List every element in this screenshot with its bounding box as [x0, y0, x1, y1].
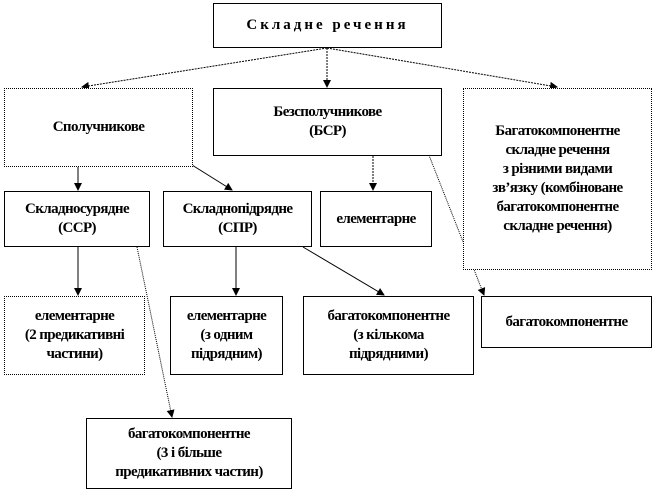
complex-node: Складнопідрядне (СПР)	[163, 191, 312, 247]
root-node: Складне речення	[213, 3, 442, 48]
bsr-multicomponent-node: багатокомпонентне	[481, 296, 652, 348]
spr-elementary-node: елементарне (з одним підрядним)	[170, 296, 283, 375]
conjunctive-node: Сполучникове	[4, 88, 193, 167]
mixed-multicomponent-label: Багатокомпонентне складне речення з різн…	[492, 123, 623, 234]
compound-node: Складносурядне (ССР)	[4, 191, 150, 247]
bsr-elementary-label: елементарне	[336, 210, 416, 227]
arrow-compound-to-multicomponent	[136, 246, 175, 418]
ssr-multicomponent-label: багатокомпонентне (3 і більше предикатив…	[115, 426, 263, 480]
bsr-multicomponent-label: багатокомпонентне	[505, 313, 628, 330]
root-label: Складне речення	[246, 17, 409, 33]
ssr-elementary-label: елементарне (2 предикативні частини)	[24, 308, 125, 362]
conjunctive-label: Сполучникове	[52, 119, 145, 135]
mixed-multicomponent-node: Багатокомпонентне складне речення з різн…	[463, 88, 652, 270]
arrow-root-to-conjunctive	[81, 47, 328, 90]
arrow-complex-to-multicomponent	[302, 246, 385, 296]
complex-label: Складнопідрядне (СПР)	[182, 201, 293, 236]
spr-elementary-label: елементарне (з одним підрядним)	[186, 308, 267, 362]
ssr-multicomponent-node: багатокомпонентне (3 і більше предикатив…	[86, 418, 292, 489]
spr-multicomponent-node: багатокомпонентне (з кількома підрядними…	[303, 296, 474, 375]
spr-multicomponent-label: багатокомпонентне (з кількома підрядними…	[327, 308, 450, 362]
nonconjunctive-label: Безсполучникове (БСР)	[273, 104, 382, 139]
ssr-elementary-node: елементарне (2 предикативні частини)	[4, 296, 145, 375]
arrow-root-to-mixed	[326, 47, 558, 90]
bsr-elementary-node: елементарне	[320, 191, 432, 247]
compound-label: Складносурядне (ССР)	[24, 201, 130, 236]
nonconjunctive-node: Безсполучникове (БСР)	[213, 88, 442, 156]
